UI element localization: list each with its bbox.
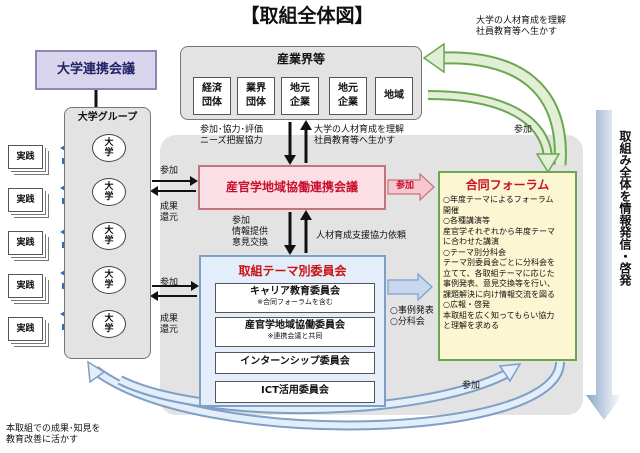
curve-arrow-bottom-head <box>87 360 106 384</box>
industry-box-label: 経済 団体 <box>202 83 222 108</box>
univ-council-box: 大学連携会議 <box>35 50 157 90</box>
practice-doc: 実践 <box>8 231 43 255</box>
univ-group-panel: 大学グループ 大 学 大 学 大 学 大 学 大 学 <box>64 107 151 359</box>
curve-arrow-right-head <box>535 153 561 174</box>
univ-node: 大 学 <box>92 134 126 162</box>
industry-box-trade: 業界 団体 <box>237 77 275 115</box>
univ-node: 大 学 <box>92 178 126 206</box>
industry-box-label: 地元 企業 <box>290 83 310 108</box>
univ-node-label: 大 学 <box>104 182 114 202</box>
practice-doc: 実践 <box>8 145 43 169</box>
industry-box-economic: 経済 団体 <box>193 77 231 115</box>
forum-line: テーマ別委員会ごとに分科会を <box>443 258 555 267</box>
label-sanka-right: 参加 <box>514 125 533 135</box>
label-top-right: 大学の人材育成を理解 社員教育等へ生かす <box>476 16 567 37</box>
univ-node: 大 学 <box>92 266 126 294</box>
committee-item-label: 産官学地域協働委員会 <box>245 320 345 331</box>
committee-item-sub: ※合同フォーラムを含む <box>257 298 333 306</box>
forum-line: と理解を求める <box>443 321 499 330</box>
committee-career: キャリア教育委員会 ※合同フォーラムを含む <box>215 283 375 313</box>
univ-node-label: 大 学 <box>104 138 114 158</box>
label-sanka-committee: 参加 <box>160 278 179 288</box>
committee-title: 取組テーマ別委員会 <box>238 264 347 278</box>
label-industry-right: 大学の人材育成を理解 社員教育等へ生かす <box>314 125 405 146</box>
practice-doc: 実践 <box>8 317 43 341</box>
label-sanka-forum: 参加 <box>396 181 415 191</box>
univ-node-label: 大 学 <box>104 314 114 334</box>
forum-line: ○各種講演等 <box>443 216 490 225</box>
label-seika-committee: 成果 還元 <box>160 314 179 335</box>
arrow-committee-forum <box>387 272 433 302</box>
committee-item-label: ICT活用委員会 <box>261 385 329 396</box>
industry-panel: 産業界等 経済 団体 業界 団体 地元 企業 地元 企業 地域 <box>180 46 422 120</box>
committee-item-sub: ※連携会議と共同 <box>267 332 323 340</box>
council-box: 産官学地域協働連携会議 <box>198 165 386 210</box>
forum-line: 産官学それぞれから年度テーマ <box>443 226 555 236</box>
practice-doc: 実践 <box>8 188 43 212</box>
arrow-ind-down-head <box>284 155 296 165</box>
forum-line: ○広報・啓発 <box>443 300 490 309</box>
industry-box-local-1: 地元 企業 <box>281 77 319 115</box>
label-info-exchange: 参加 情報提供 意見交換 <box>232 216 269 248</box>
committee-internship: インターンシップ委員会 <box>215 352 375 374</box>
label-case-study: ○事例発表 ○分科会 <box>390 306 434 327</box>
forum-line: 本取組を広く知ってもらい協力 <box>443 310 555 320</box>
industry-box-label: 地域 <box>384 90 404 101</box>
industry-box-label: 業界 団体 <box>246 83 266 108</box>
arrow-council-up-head <box>300 210 312 220</box>
curve-arrow-sanka <box>118 369 512 413</box>
label-vertical-publicity: 取組み全体を情報発信・啓発 <box>618 130 632 286</box>
label-sanka-bottom: 参加 <box>462 381 481 391</box>
curve-arrow-top <box>439 53 565 166</box>
committee-ict: ICT活用委員会 <box>215 381 375 403</box>
curve-arrow-bottom <box>93 361 563 429</box>
univ-node-label: 大 学 <box>104 226 114 246</box>
forum-line: 開催 <box>443 205 459 215</box>
univ-node: 大 学 <box>92 222 126 250</box>
label-industry-left: 参加･協力･評価 ニーズ把握協力 <box>200 125 264 146</box>
page-title: 【取組全体図】 <box>240 5 374 27</box>
forum-line: 事例発表、意見交換等を行い、 <box>443 279 555 288</box>
forum-line: 立てて、各取組テーマに応じた <box>443 268 555 278</box>
committee-item-label: キャリア教育委員会 <box>250 286 340 297</box>
industry-box-label: 地元 企業 <box>338 83 358 108</box>
forum-line: ○テーマ別分科会 <box>443 247 506 257</box>
forum-line: ○年度テーマによるフォーラム <box>443 195 554 204</box>
forum-panel: 合同フォーラム ○年度テーマによるフォーラム 開催 ○各種講演等 産官学それぞれ… <box>438 171 577 361</box>
label-sanka-council: 参加 <box>160 166 179 176</box>
industry-title: 産業界等 <box>276 52 325 66</box>
forum-line: 課題解決に向け情報交流を図る <box>443 289 555 299</box>
univ-node: 大 学 <box>92 310 126 338</box>
curve-arrow-right <box>427 92 551 161</box>
committee-item-label: インターンシップ委員会 <box>240 356 350 367</box>
committee-collaboration: 産官学地域協働委員会 ※連携会議と共同 <box>215 317 375 347</box>
industry-box-region: 地域 <box>375 77 413 115</box>
publicity-arrow <box>586 110 622 420</box>
univ-node-label: 大 学 <box>104 270 114 290</box>
label-support: 人材育成支援協力依頼 <box>316 231 407 241</box>
curve-arrow-sanka-head <box>498 363 522 383</box>
forum-line: に合わせた講演 <box>443 237 499 246</box>
arrow-council-forum <box>387 172 435 202</box>
univ-group-title: 大学グループ <box>77 112 138 123</box>
label-bottom-left: 本取組での成果･知見を 教育改善に活かす <box>6 424 101 445</box>
practice-doc: 実践 <box>8 274 43 298</box>
forum-title: 合同フォーラム <box>465 178 550 192</box>
committee-panel: 取組テーマ別委員会 キャリア教育委員会 ※合同フォーラムを含む 産官学地域協働委… <box>199 255 386 407</box>
arrow-council-down-head <box>284 245 296 255</box>
arrow-ind-up-head <box>300 120 312 130</box>
label-seika-council: 成果 還元 <box>160 202 179 223</box>
industry-box-local-2: 地元 企業 <box>329 77 367 115</box>
curve-arrow-top-head <box>422 42 445 74</box>
